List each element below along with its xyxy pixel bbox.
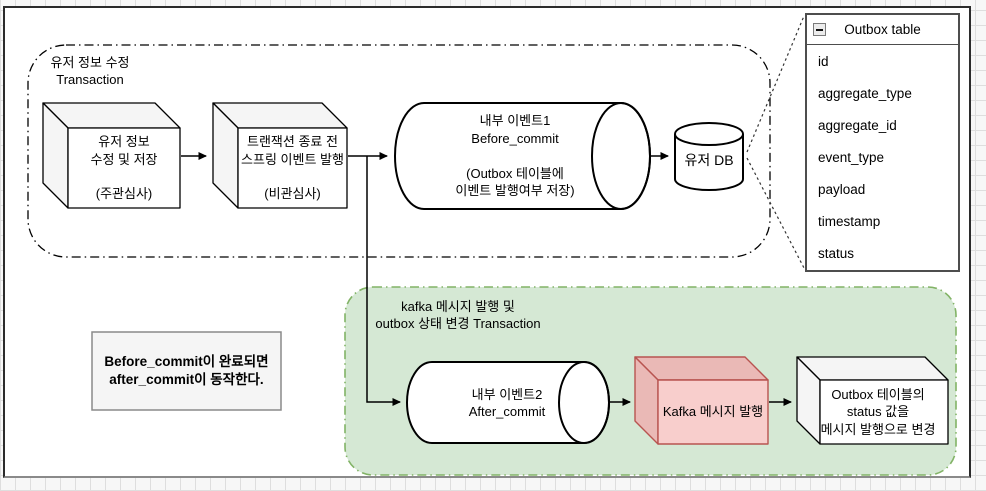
after-commit-cylinder-shape xyxy=(406,361,610,444)
kafka-publish-label: Kafka 메시지 발행 xyxy=(662,404,764,420)
after-commit-label: 내부 이벤트2 After_commit xyxy=(468,386,546,419)
outbox-field-row: timestamp xyxy=(818,214,881,230)
outbox-field-row: event_type xyxy=(818,149,885,165)
outbox-status-cube xyxy=(796,356,949,445)
transaction1-label: 유저 정보 수정 Transaction xyxy=(50,54,130,87)
spring-event-label: 트랜잭션 종료 전 스프링 이벤트 발행 (비관심사) xyxy=(241,134,344,202)
outbox-status-label: Outbox 테이블의 status 값을 메시지 발행으로 변경 xyxy=(820,386,936,437)
minus-square-icon[interactable] xyxy=(813,23,826,36)
minus-bar xyxy=(816,28,823,31)
outbox-field-row: payload xyxy=(818,182,866,198)
outbox-field-row: id xyxy=(818,53,829,69)
transaction1-boundary xyxy=(27,44,771,258)
note-box xyxy=(91,331,282,411)
callout-line-top xyxy=(746,15,805,153)
outbox-field-row: status xyxy=(818,246,855,262)
spring-event-cube xyxy=(212,102,348,209)
callout-line-bottom xyxy=(746,157,805,269)
before-commit-label: 내부 이벤트1 Before_commit (Outbox 테이블에 이벤트 발… xyxy=(455,113,575,199)
transaction2-label: kafka 메시지 발행 및 outbox 상태 변경 Transaction xyxy=(375,298,541,331)
user-update-label: 유저 정보 수정 및 저장 (주관심사) xyxy=(90,134,158,202)
kafka-publish-cube xyxy=(634,356,769,445)
outbox-field-row: aggregate_id xyxy=(818,117,897,133)
user-update-cube xyxy=(42,102,181,209)
outbox-table-title: Outbox table xyxy=(844,22,921,37)
user-db-cylinder-shape xyxy=(674,122,744,191)
outbox-table: Outbox table id aggregate_type aggregate… xyxy=(805,13,960,272)
outbox-field-row: aggregate_type xyxy=(818,85,912,101)
note-label: Before_commit이 완료되면 after_commit이 동작한다. xyxy=(104,353,269,387)
outbox-table-body: id aggregate_type aggregate_id event_typ… xyxy=(807,45,958,270)
user-db-label: 유저 DB xyxy=(684,151,734,168)
arrow-branch-to-after-commit xyxy=(366,156,401,406)
before-commit-cylinder-shape xyxy=(394,102,651,210)
outbox-table-header: Outbox table xyxy=(807,15,958,45)
